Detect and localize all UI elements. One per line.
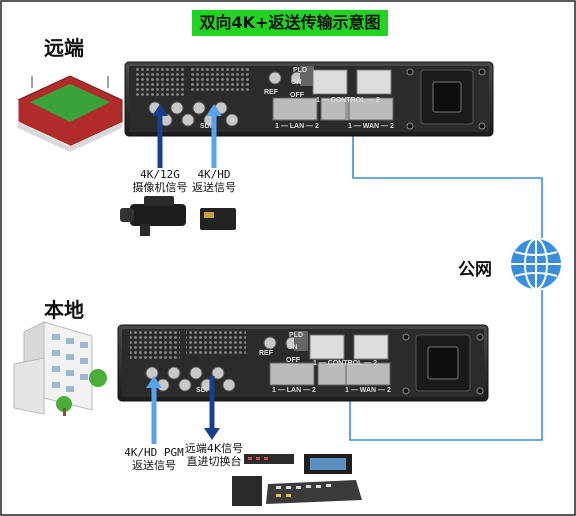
local-label: 本地 <box>44 298 84 322</box>
on-label: ON <box>291 79 302 86</box>
control-port-1 <box>312 69 348 95</box>
switcher-signal-caption: 远端4K信号 直进切换台 <box>182 442 246 468</box>
local-wan-link <box>349 290 543 441</box>
pgm-signal-caption: 4K/HD PGM 返送信号 <box>116 446 192 472</box>
pld-label: PLD <box>293 67 307 74</box>
camera-signal-caption: 4K/12G 摄像机信号 <box>128 168 192 194</box>
sfp-wan <box>348 97 394 121</box>
off-label-local: OFF <box>286 357 301 364</box>
vent-grille <box>135 68 185 98</box>
diagram-title: 双向4K+返送传输示意图 <box>192 10 388 36</box>
camera-signal-line2: 摄像机信号 <box>132 181 188 194</box>
sdi-label: SDI <box>200 123 212 130</box>
globe-icon <box>511 238 561 290</box>
return-signal-caption: 4K/HD 返送信号 <box>186 168 242 194</box>
remote-label: 远端 <box>44 36 84 60</box>
switcher-signal-line2: 直进切换台 <box>186 455 242 468</box>
lan-label-local: 1 — LAN — 2 <box>272 387 316 394</box>
network-label: 公网 <box>458 260 492 280</box>
return-signal-line2: 返送信号 <box>192 181 236 194</box>
pgm-signal-line2: 返送信号 <box>132 459 176 472</box>
switcher-icon <box>232 454 362 506</box>
camera-signal-line1: 4K/12G <box>140 168 180 181</box>
on-label-local: ON <box>287 344 298 351</box>
remote-panel-labels: REF PLD ON OFF 1 — CONTROL — 2 1 — LAN —… <box>200 67 394 130</box>
ref-label: REF <box>264 89 279 96</box>
building-icon <box>13 321 107 416</box>
camera-icon <box>120 196 236 236</box>
remote-device <box>124 61 494 137</box>
ref-label-local: REF <box>259 350 274 357</box>
lan-label: 1 — LAN — 2 <box>275 123 319 130</box>
local-panel-labels: REF PLD ON OFF 1 — CONTROL — 2 1 — LAN —… <box>196 332 391 394</box>
wan-label-local: 1 — WAN — 2 <box>345 387 391 394</box>
network-links <box>349 122 543 441</box>
control-label-local: 1 — CONTROL — 2 <box>313 360 377 367</box>
return-signal-line1: 4K/HD <box>197 168 231 181</box>
bnc-connectors-local <box>145 336 299 392</box>
control-port-2 <box>356 69 392 95</box>
sdi-label-local: SDI <box>196 387 208 394</box>
wan-label: 1 — WAN — 2 <box>348 123 394 130</box>
control-label: 1 — CONTROL — 2 <box>316 97 380 104</box>
off-label: OFF <box>290 92 305 99</box>
sfp-lan <box>272 97 318 121</box>
switcher-signal-line1: 远端4K信号 <box>184 442 244 455</box>
stadium-icon <box>17 75 123 152</box>
remote-wan-link <box>352 122 543 238</box>
signal-arrows <box>146 104 222 444</box>
pld-label-local: PLD <box>289 332 303 339</box>
pgm-signal-line1: 4K/HD PGM <box>124 446 184 459</box>
